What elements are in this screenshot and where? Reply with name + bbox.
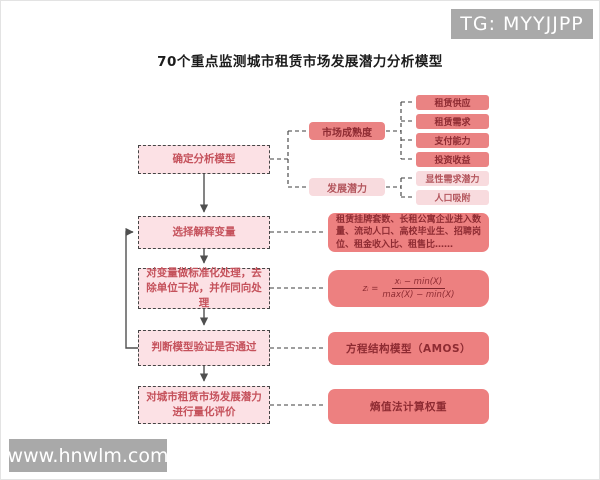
dimension-market-maturity: 市场成熟度 — [309, 122, 385, 140]
dimension-development-potential: 发展潜力 — [309, 178, 385, 196]
factor-population-attraction: 人口吸附 — [416, 190, 489, 205]
entropy-weight-box: 熵值法计算权重 — [328, 389, 489, 424]
flow-step-define-model: 确定分析模型 — [138, 145, 270, 174]
flow-step-standardize: 对变量做标准化处理，去除单位干扰，并作同向处理 — [138, 267, 270, 309]
tg-watermark-badge: TG: MYYJJPP — [451, 9, 593, 39]
factor-investment-return: 投资收益 — [416, 152, 489, 167]
variables-list-box: 租赁挂牌套数、长租公寓企业进入数量、流动人口、高校毕业生、招聘岗位、租金收入比、… — [328, 213, 489, 252]
normalization-formula-box: zᵢ = xᵢ − min(X) max(X) − min(X) — [328, 270, 489, 307]
factor-payment-ability: 支付能力 — [416, 133, 489, 148]
formula-numerator: xᵢ − min(X) — [391, 277, 446, 289]
formula-denominator: max(X) − min(X) — [382, 290, 455, 300]
flow-step-quantify-evaluation: 对城市租赁市场发展潜力进行量化评价 — [138, 386, 270, 424]
flow-step-select-variables: 选择解释变量 — [138, 216, 270, 249]
factor-explicit-demand-potential: 显性需求潜力 — [416, 171, 489, 186]
website-watermark: www.hnwlm.com — [8, 439, 168, 472]
flow-step-validate-model: 判断模型验证是否通过 — [138, 330, 270, 366]
factor-rental-supply: 租赁供应 — [416, 95, 489, 110]
formula-fraction: xᵢ − min(X) max(X) − min(X) — [382, 277, 454, 300]
diagram-title: 70个重点监测城市租赁市场发展潜力分析模型 — [157, 54, 443, 70]
factor-rental-demand: 租赁需求 — [416, 114, 489, 129]
structural-equation-model-box: 方程结构模型（AMOS） — [328, 332, 489, 365]
formula-lhs: zᵢ = — [362, 283, 379, 294]
